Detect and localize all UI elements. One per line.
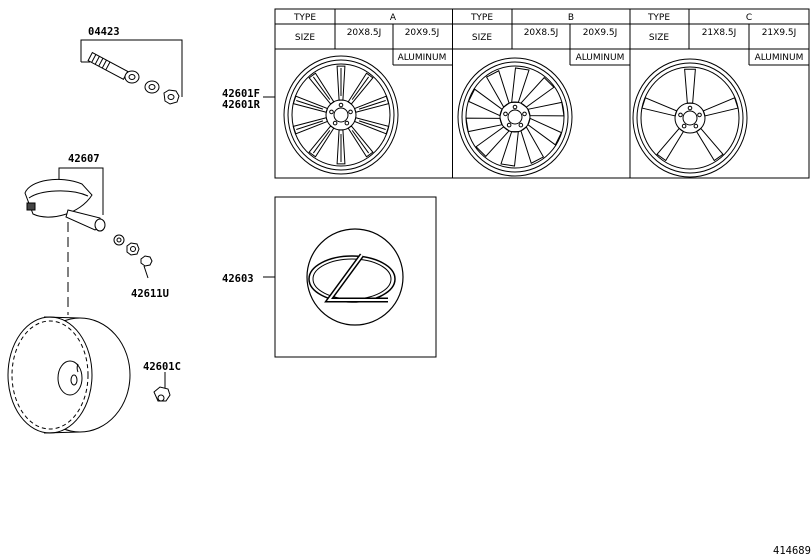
wheel-type-c-drawing — [632, 58, 748, 178]
part-label-sensor: 42607 — [68, 153, 100, 165]
size-rear-c: 21X9.5J — [762, 28, 797, 38]
size-label-c: SIZE — [649, 33, 670, 43]
leader-lines — [263, 96, 275, 278]
type-label-a: TYPE — [293, 13, 316, 23]
wheel-type-table — [274, 8, 810, 179]
balance-weight-illustration — [153, 372, 171, 402]
size-front-c: 21X8.5J — [702, 28, 737, 38]
size-rear-a: 20X9.5J — [405, 28, 440, 38]
size-front-a: 20X8.5J — [347, 28, 382, 38]
size-label-b: SIZE — [472, 33, 493, 43]
type-value-a: A — [390, 13, 397, 23]
tire-wheel-assembly-illustration — [7, 316, 131, 434]
material-a: ALUMINUM — [398, 53, 447, 63]
wheel-type-b-drawing — [457, 57, 573, 177]
type-value-c: C — [746, 13, 752, 23]
size-rear-b: 20X9.5J — [583, 28, 618, 38]
tpms-sensor-illustration — [24, 167, 153, 315]
part-label-center-ornament: 42603 — [222, 273, 254, 285]
diagram-id: 414689 — [773, 545, 811, 557]
wheel-type-a-drawing — [283, 55, 399, 175]
center-ornament-illustration — [274, 196, 437, 358]
type-label-c: TYPE — [647, 13, 670, 23]
material-c: ALUMINUM — [755, 53, 804, 63]
part-label-wheel-front: 42601F — [222, 88, 260, 100]
size-front-b: 20X8.5J — [524, 28, 559, 38]
type-label-b: TYPE — [470, 13, 493, 23]
valve-kit-illustration — [80, 39, 183, 105]
part-label-wheel-rear: 42601R — [222, 99, 261, 111]
type-value-b: B — [568, 13, 574, 23]
size-label-a: SIZE — [295, 33, 316, 43]
part-label-sensor-nut: 42611U — [131, 288, 169, 300]
part-label-balance-weight: 42601C — [143, 361, 181, 373]
material-b: ALUMINUM — [576, 53, 625, 63]
part-label-valve-kit: 04423 — [88, 26, 120, 38]
